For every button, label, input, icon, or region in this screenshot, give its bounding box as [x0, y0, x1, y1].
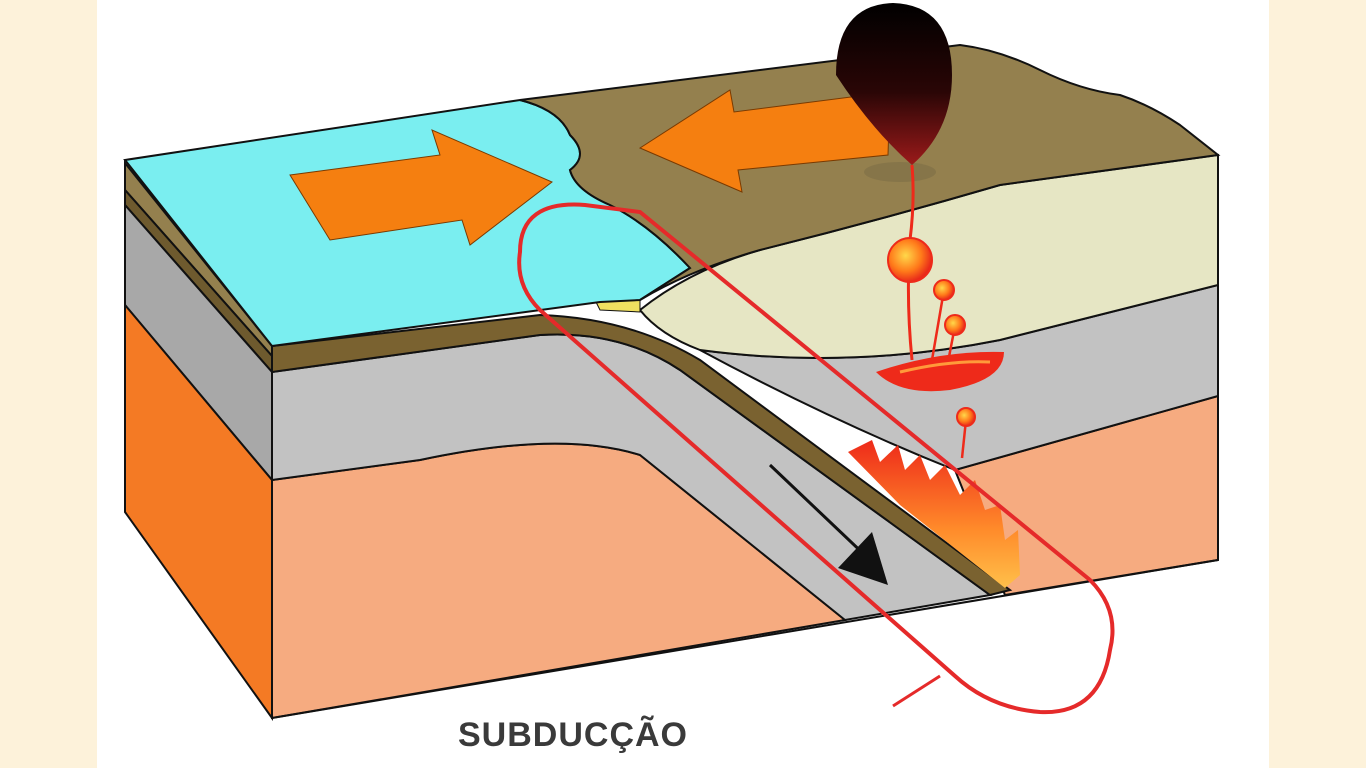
block-left-face [124, 160, 273, 722]
ash-plume-icon [836, 3, 952, 165]
arrow-right-icon [289, 129, 553, 246]
subduction-highlight [517, 202, 1115, 715]
arrow-down-right-icon [768, 463, 888, 585]
diagram-caption: SUBDUCÇÃO [458, 716, 688, 754]
melting-zone [848, 440, 1020, 588]
magma-system [864, 162, 1004, 459]
